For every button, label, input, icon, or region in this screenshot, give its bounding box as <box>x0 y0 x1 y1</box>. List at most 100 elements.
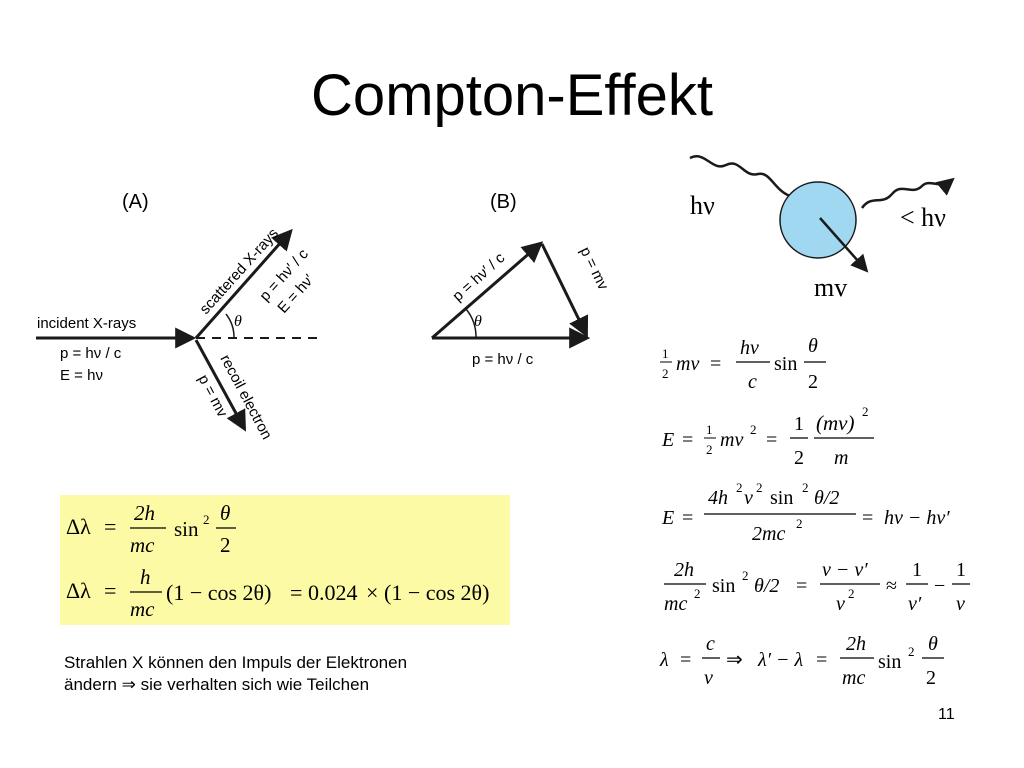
f2-sq: 2 <box>750 422 757 437</box>
f2-E: E <box>661 429 674 451</box>
triangle-right-label: p = mv <box>576 244 611 293</box>
sin-sq-1: 2 <box>203 512 210 527</box>
incoming-wave <box>689 155 791 198</box>
f4-one-b: 1 <box>956 559 966 581</box>
outgoing-wave <box>860 177 955 209</box>
f4-mc: mc <box>664 593 687 615</box>
f3-E: E <box>661 507 674 529</box>
f3-sin: sin <box>770 487 793 509</box>
formula-2: E = 1 2 mv 2 = 1 2 (mv) 2 m <box>661 404 874 469</box>
f4-theta-half: θ/2 <box>754 575 779 597</box>
f5-sin: sin <box>878 651 901 673</box>
implies-symbol: ⇒ <box>121 675 136 694</box>
f5-sq: 2 <box>908 644 915 659</box>
delta-lambda-2: Δλ <box>66 578 91 603</box>
sin-1: sin <box>174 517 199 541</box>
f5-implies: ⇒ <box>726 649 743 671</box>
caption-line-1: Strahlen X können den Impuls der Elektro… <box>64 653 408 672</box>
f4-sin: sin <box>712 575 735 597</box>
f3-nu: ν <box>744 487 753 509</box>
f3-theta-half: θ/2 <box>814 487 839 509</box>
f5-nu: ν <box>704 667 713 689</box>
eq-2: = <box>104 578 116 603</box>
f4-2h: 2h <box>674 559 694 581</box>
f5-eq: = <box>680 649 691 671</box>
f3-eq2: = <box>862 507 873 529</box>
f5-lambda: λ <box>659 649 669 671</box>
f4-mc-sq: 2 <box>694 586 701 601</box>
f5-c: c <box>706 633 715 655</box>
frac-mc-1: mc <box>130 533 155 557</box>
angle-arc-a <box>225 313 235 339</box>
f2-m: m <box>834 447 848 469</box>
f3-num: 4h <box>708 487 728 509</box>
f1-theta: θ <box>808 335 818 357</box>
frac-2h: 2h <box>134 501 155 525</box>
triangle-right-arrow <box>540 243 589 338</box>
caption: Strahlen X können den Impuls der Elektro… <box>64 652 544 696</box>
f2-mv: mv <box>720 429 743 451</box>
eq-3: = <box>290 580 302 605</box>
f1-hv: hν <box>740 337 759 359</box>
f2-eq: = <box>682 429 693 451</box>
diagram-b: (B) θ p = hν′ / c p = mv p = hν / c <box>431 191 612 368</box>
f3-sq3: 2 <box>802 480 809 495</box>
angle-arc-b <box>465 308 477 339</box>
formula-5: λ = c ν ⇒ λ′ − λ = 2h mc sin 2 θ 2 <box>659 633 944 689</box>
formula-box-bg <box>60 495 510 625</box>
f3-sq1: 2 <box>736 480 743 495</box>
f3-rhs: hν − hν′ <box>884 507 950 529</box>
recoil-label: recoil electron <box>216 352 275 442</box>
eq-1: = <box>104 514 116 539</box>
diagram-b-label: (B) <box>490 191 517 213</box>
formula-3: E = 4h 2 ν 2 sin 2 θ/2 2mc 2 = hν − hν′ <box>661 480 950 545</box>
f1-c: c <box>748 371 757 393</box>
f1-sin: sin <box>774 353 797 375</box>
theta-b: θ <box>474 313 482 330</box>
photon-sketch: hν < hν mv <box>689 155 955 302</box>
f4-minus: − <box>934 575 945 597</box>
caption-line-2: ändern ⇒ sie verhalten sich wie Teilchen <box>64 674 544 696</box>
f4-eq: = <box>796 575 807 597</box>
f3-sq2: 2 <box>756 480 763 495</box>
frac-mc-2: mc <box>130 597 155 621</box>
f1-half-num: 1 <box>662 346 669 361</box>
f2-half-den: 2 <box>706 442 713 457</box>
recoil-arrow <box>194 339 247 432</box>
diagram-a: (A) incident X-rays p = hν / c E = hν sc… <box>36 191 322 442</box>
f4-nu-p: ν′ <box>908 593 922 615</box>
theta-a: θ <box>234 313 242 330</box>
times: × <box>366 580 378 605</box>
delta-lambda-1: Δλ <box>66 514 91 539</box>
f4-one-a: 1 <box>912 559 922 581</box>
f4-num: ν − ν′ <box>822 559 868 581</box>
outgoing-photon-label: < hν <box>900 203 946 232</box>
electron-momentum-label: mv <box>814 273 847 302</box>
f2-half-num: 1 <box>706 422 713 437</box>
caption-rest: sie verhalten sich wie Teilchen <box>140 675 370 694</box>
formula-4: 2h mc 2 sin 2 θ/2 = ν − ν′ ν 2 ≈ 1 ν′ − … <box>664 559 970 615</box>
f4-den: ν <box>836 593 845 615</box>
caption-word: ändern <box>64 675 117 694</box>
factor: 0.024 <box>308 580 358 605</box>
f2-one: 1 <box>794 413 804 435</box>
paren-expr-2: (1 − cos 2θ) <box>384 580 489 605</box>
f5-mc: mc <box>842 667 865 689</box>
incident-momentum: p = hν / c <box>60 345 122 362</box>
f1-mv: mv <box>676 353 699 375</box>
f5-lhs2: λ′ − λ <box>757 649 804 671</box>
f5-theta: θ <box>928 633 938 655</box>
frac-h: h <box>140 565 151 589</box>
f4-sin-sq: 2 <box>742 568 749 583</box>
slide-title: Compton-Effekt <box>311 63 713 128</box>
theta-num-1: θ <box>220 501 230 525</box>
f1-two: 2 <box>808 371 818 393</box>
f2-two: 2 <box>794 447 804 469</box>
f4-approx: ≈ <box>886 575 897 597</box>
compton-formula-box: Δλ = 2h mc sin 2 θ 2 Δλ = h mc (1 − cos … <box>60 495 510 625</box>
f1-eq: = <box>710 353 721 375</box>
f4-den-sq: 2 <box>848 586 855 601</box>
f1-half-den: 2 <box>662 366 669 381</box>
triangle-left-arrow <box>431 241 544 340</box>
paren-expr-1: (1 − cos 2θ) <box>166 580 271 605</box>
